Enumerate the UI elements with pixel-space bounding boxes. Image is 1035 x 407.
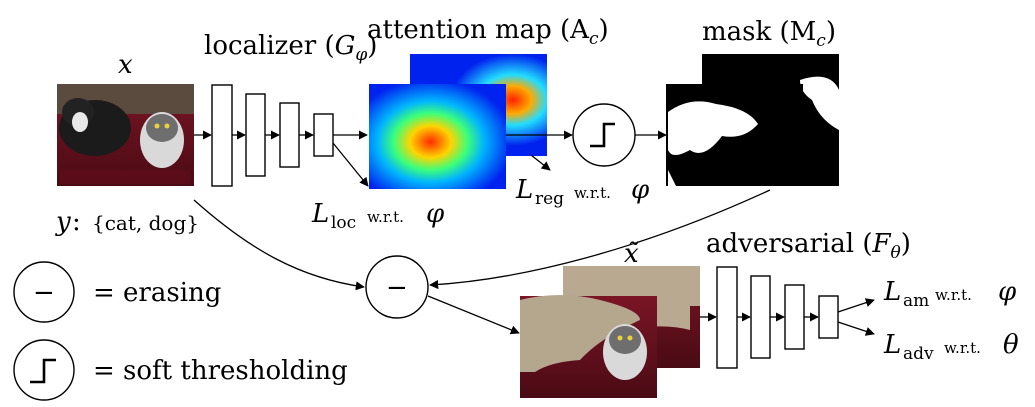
svg-text:loc: loc: [331, 213, 356, 233]
soft-threshold-node: [572, 103, 636, 167]
input-label: x: [118, 50, 133, 80]
mask-sub: c: [816, 31, 826, 51]
svg-text:L: L: [311, 199, 329, 229]
svg-text:φ: φ: [631, 175, 650, 205]
loss-reg: L reg w.r.t. φ: [515, 175, 650, 209]
svg-text:φ: φ: [998, 277, 1017, 307]
svg-text:L: L: [883, 330, 901, 360]
svg-text:L: L: [883, 277, 901, 307]
localizer-label: localizer (: [204, 31, 335, 61]
step-icon: [590, 122, 615, 148]
svg-text:attention map (Ac): attention map (Ac): [367, 15, 609, 49]
attention-label: attention map (A: [367, 15, 590, 45]
legend-thresholding-label: = soft thresholding: [93, 356, 348, 386]
legend-erasing-label: = erasing: [93, 278, 221, 308]
adversarial-network: [716, 266, 839, 369]
localizer-symbol: G: [335, 31, 356, 61]
svg-text:θ: θ: [1003, 330, 1019, 360]
localizer-network: [211, 84, 334, 187]
mask-label: mask (M: [702, 17, 816, 47]
svg-text:am: am: [903, 291, 929, 311]
svg-text:w.r.t.: w.r.t.: [944, 339, 981, 357]
legend-thresholding: = soft thresholding: [13, 339, 348, 401]
svg-text:mask (Mc): mask (Mc): [702, 17, 836, 51]
adversarial-symbol: F: [871, 229, 891, 259]
loss-loc: L loc w.r.t. φ: [311, 199, 445, 233]
loss-am: L am w.r.t. φ: [883, 277, 1017, 311]
adversarial-label: adversarial (: [706, 229, 872, 259]
svg-text::: :: [72, 207, 81, 237]
adversarial-sub: θ: [891, 243, 901, 263]
svg-text:φ: φ: [426, 199, 445, 229]
loss-adv: L adv w.r.t. θ: [883, 330, 1019, 364]
svg-text:adv: adv: [903, 344, 934, 364]
step-icon: [30, 358, 56, 384]
svg-text:w.r.t.: w.r.t.: [367, 208, 404, 226]
erased-label: x̃: [624, 239, 639, 269]
legend-erasing: − = erasing: [13, 261, 221, 323]
svg-text:w.r.t.: w.r.t.: [574, 184, 611, 202]
attention-map-front: [369, 84, 506, 189]
svg-text:L: L: [515, 175, 533, 205]
input-image: [57, 84, 194, 186]
svg-text:reg: reg: [535, 189, 564, 209]
svg-text:w.r.t.: w.r.t.: [935, 286, 972, 304]
erase-node: −: [365, 255, 429, 319]
mask-front: [666, 84, 803, 186]
attention-sub: c: [589, 29, 599, 49]
erased-image-front: [520, 295, 657, 398]
svg-text:localizer (Gφ): localizer (Gφ): [204, 31, 377, 65]
localizer-sub: φ: [355, 45, 367, 65]
svg-text:−: −: [386, 273, 408, 303]
svg-text:adversarial (Fθ): adversarial (Fθ): [706, 229, 911, 263]
class-labels: {cat, dog}: [92, 211, 199, 235]
class-labels-var: y: [55, 207, 71, 237]
legend-erasing-symbol: −: [33, 278, 55, 308]
